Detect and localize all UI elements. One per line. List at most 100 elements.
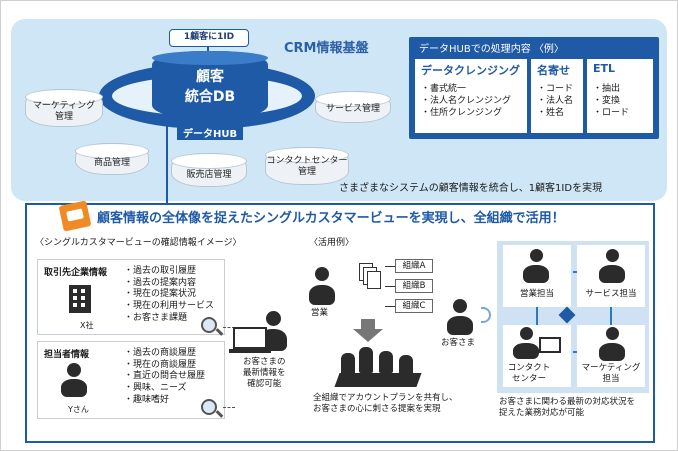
crm-title: CRM情報基盤 (284, 41, 369, 56)
link-arrow-icon (573, 271, 577, 273)
latest-info-caption: お客さまの 最新情報を 確認可能 (243, 357, 286, 390)
view-section-label: 〈シングルカスタマービューの確認情報イメージ〉 (35, 238, 242, 248)
list-item: ・過去の取引履歴 (124, 266, 197, 276)
link-arrow-icon (573, 351, 577, 353)
list-item: ・変換 (593, 96, 621, 107)
monitor-icon (539, 337, 561, 353)
magnifier-icon (201, 399, 217, 415)
person-subject: Yさん (68, 405, 89, 414)
document-icon (367, 271, 381, 289)
system-product-label: 商品管理 (93, 158, 130, 168)
list-item: ・法人名 (537, 96, 574, 107)
db-label-line1: 顧客 (196, 69, 224, 85)
org-link (385, 266, 395, 267)
laptop-icon (233, 327, 267, 349)
org-tag: 組織C (395, 299, 433, 313)
list-item: ・ロード (593, 108, 630, 119)
support-sales-label: 営業担当 (519, 289, 554, 299)
system-marketing-cylinder: マーケティング 管理 (25, 89, 103, 127)
list-item: ・お客さま課題 (124, 312, 188, 323)
sales-label: 営業 (311, 308, 329, 318)
etl-list: ・抽出 ・変換 ・ロード (593, 83, 629, 119)
naming-list: ・コード ・法人名 ・姓名 (537, 83, 573, 119)
list-item: ・過去の提案内容 (124, 277, 197, 288)
list-item: ・姓名 (537, 108, 565, 119)
org-tag: 組織B (395, 279, 433, 293)
down-arrow-icon (353, 329, 383, 342)
marketing-rep-icon (599, 327, 625, 361)
dashed-link (223, 327, 235, 328)
system-store-label: 販売店管理 (186, 170, 232, 180)
cleansing-heading: データクレンジング (421, 64, 520, 77)
list-item: ・現在の商談履歴 (124, 359, 197, 370)
list-item: ・書式統一 (421, 84, 467, 94)
person-y-icon (61, 363, 87, 397)
building-icon (69, 285, 91, 313)
company-subject: X社 (80, 321, 94, 330)
support-marketing-label: マーケティング 担当 (581, 363, 641, 384)
meeting-person-icon (359, 347, 373, 373)
support-caption: お客さまに関わる最新の対応状況を 捉えた業務対応が可能 (499, 397, 636, 419)
system-service-cylinder: サービス管理 (315, 91, 391, 123)
meeting-person-icon (399, 355, 413, 375)
processing-etl-box: ETL ・抽出 ・変換 ・ロード (587, 59, 653, 133)
contact-center-operator-icon (513, 327, 539, 359)
dashed-link (223, 407, 235, 408)
meeting-caption: 全組織でアカウントプランを共有し、 お客さまの心に刺さる提案を実現 (313, 393, 458, 415)
list-item: ・法人名クレンジング (421, 96, 512, 107)
list-item: ・コード (537, 84, 574, 94)
org-link (385, 306, 395, 307)
list-item: ・趣味嗜好 (124, 394, 170, 405)
support-service-label: サービス担当 (585, 289, 637, 299)
list-item: ・直近の問合せ履歴 (124, 371, 206, 382)
sales-person-icon (309, 267, 335, 305)
laptop-base-icon (229, 349, 271, 353)
customer-label: お客さま (441, 338, 476, 348)
company-card-list: ・過去の取引履歴 ・過去の提案内容 ・現在の提案状況 ・現在の利用サービス ・お… (124, 266, 214, 324)
org-link (385, 286, 395, 287)
list-item: ・過去の商談履歴 (124, 348, 197, 358)
one-id-tag: 1顧客に1ID (169, 29, 249, 47)
company-info-card: 取引先企業情報 ・過去の取引履歴 ・過去の提案内容 ・現在の提案状況 ・現在の利… (37, 259, 225, 335)
meeting-table-icon (334, 373, 422, 387)
system-product-cylinder: 商品管理 (75, 143, 149, 175)
org-tag: 組織A (395, 259, 433, 273)
system-store-cylinder: 販売店管理 (171, 153, 247, 187)
signal-wave-icon (481, 307, 491, 323)
customer-integrated-db: 顧客 統合DB (152, 51, 268, 119)
company-card-title: 取引先企業情報 (44, 268, 108, 278)
list-item: ・現在の提案状況 (124, 289, 197, 300)
meeting-person-icon (379, 351, 393, 373)
hub-to-view-connector (166, 97, 168, 203)
system-marketing-label: マーケティング 管理 (32, 101, 96, 123)
customer-icon (447, 299, 473, 335)
list-item: ・興味、ニーズ (124, 383, 187, 394)
processing-cleansing-box: データクレンジング ・書式統一 ・法人名クレンジング ・住所クレンジング (415, 59, 527, 133)
system-contact-cylinder: コンタクトセンター 管理 (265, 147, 349, 185)
meeting-person-icon (341, 353, 355, 375)
system-contact-label: コンタクトセンター 管理 (266, 156, 348, 178)
db-label-line2: 統合DB (184, 89, 236, 105)
list-item: ・住所クレンジング (421, 108, 503, 119)
use-section-label: 〈活用例〉 (309, 238, 355, 248)
service-rep-icon (599, 249, 625, 283)
processing-title: データHUBでの処理内容 〈例〉 (419, 44, 564, 55)
person-card-title: 担当者情報 (44, 350, 90, 360)
magnifier-icon (201, 317, 217, 333)
system-service-label: サービス管理 (325, 104, 380, 114)
cleansing-list: ・書式統一 ・法人名クレンジング ・住所クレンジング (421, 83, 511, 119)
etl-heading: ETL (593, 62, 616, 75)
down-arrow-stem-icon (361, 319, 375, 329)
link-arrow-icon (536, 307, 538, 325)
sales-rep-icon (523, 249, 549, 283)
data-hub-label: データHUB (177, 125, 244, 140)
crm-description: さまざまなシステムの顧客情報を統合し、1顧客1IDを実現 (339, 183, 603, 194)
link-arrow-icon (610, 307, 612, 325)
support-contact-label: コンタクト センター (507, 363, 551, 384)
list-item: ・現在の利用サービス (124, 301, 215, 312)
processing-naming-box: 名寄せ ・コード ・法人名 ・姓名 (531, 59, 583, 133)
person-card-list: ・過去の商談履歴 ・現在の商談履歴 ・直近の問合せ履歴 ・興味、ニーズ ・趣味嗜… (124, 348, 205, 406)
naming-heading: 名寄せ (537, 64, 570, 77)
list-item: ・抽出 (593, 84, 621, 94)
